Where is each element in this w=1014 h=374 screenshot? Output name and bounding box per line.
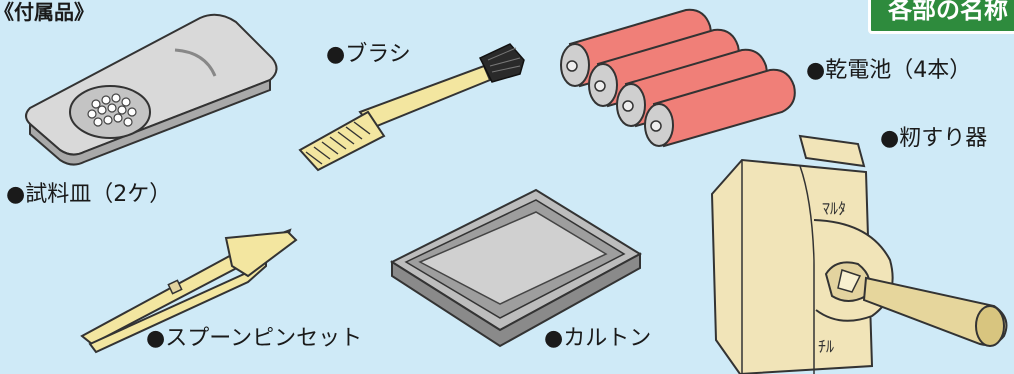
brush-illustration bbox=[298, 43, 525, 172]
batteries-illustration bbox=[560, 8, 796, 148]
accessories-heading: 《付属品》 bbox=[0, 0, 94, 24]
husker-illustration: ﾏﾙﾀ ﾁﾙ bbox=[710, 134, 1008, 374]
sample-dish-illustration bbox=[25, 13, 278, 166]
husker-label: ●籾すり器 bbox=[880, 126, 988, 151]
husker-top-mark: ﾏﾙﾀ bbox=[822, 199, 846, 218]
parts-names-label: 各部の名称 bbox=[888, 0, 1008, 24]
carton-tray-illustration bbox=[389, 188, 642, 348]
husker-bottom-mark: ﾁﾙ bbox=[818, 337, 834, 356]
sample-dish-label: ●試料皿（2ケ） bbox=[6, 182, 172, 207]
batteries-label: ●乾電池（4本） bbox=[806, 58, 972, 83]
spoon-tweezers-illustration bbox=[80, 228, 298, 354]
parts-names-badge: 各部の名称 bbox=[868, 0, 1014, 34]
brush-label: ●ブラシ bbox=[326, 42, 411, 67]
carton-label: ●カルトン bbox=[544, 326, 652, 351]
spoon-tweezers-label: ●スプーンピンセット bbox=[146, 326, 363, 351]
